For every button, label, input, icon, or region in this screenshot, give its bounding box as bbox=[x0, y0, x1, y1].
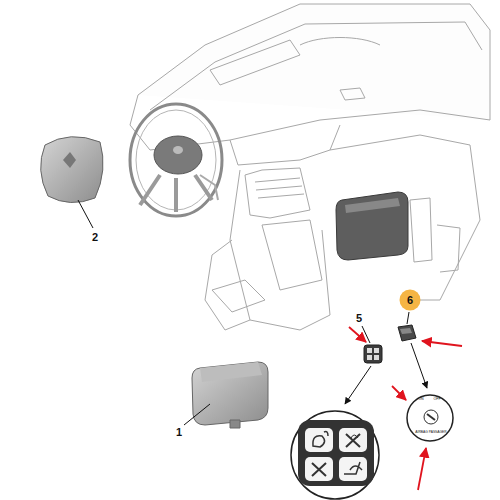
red-arrows bbox=[349, 327, 462, 490]
badge-fill bbox=[400, 290, 421, 311]
leader-lines bbox=[78, 200, 427, 425]
dashboard-outline bbox=[130, 4, 490, 330]
switch-zoom bbox=[291, 395, 453, 499]
switch-marking: AIRBAG PASSAGER bbox=[415, 431, 446, 434]
driver-airbag-part bbox=[41, 137, 103, 203]
switch-marking: ON bbox=[418, 398, 423, 402]
steering-wheel bbox=[130, 104, 222, 216]
dash-airbag-location bbox=[336, 192, 408, 260]
callout-number: 2 bbox=[92, 232, 98, 243]
callout-badge: 6 bbox=[399, 289, 421, 311]
passenger-airbag-part bbox=[192, 362, 268, 428]
switch-parts bbox=[364, 325, 416, 363]
callout-number: 5 bbox=[356, 313, 362, 324]
switch-marking: OFF bbox=[433, 398, 440, 402]
callout-number: 1 bbox=[176, 427, 182, 438]
callout-number: 6 bbox=[407, 295, 413, 306]
